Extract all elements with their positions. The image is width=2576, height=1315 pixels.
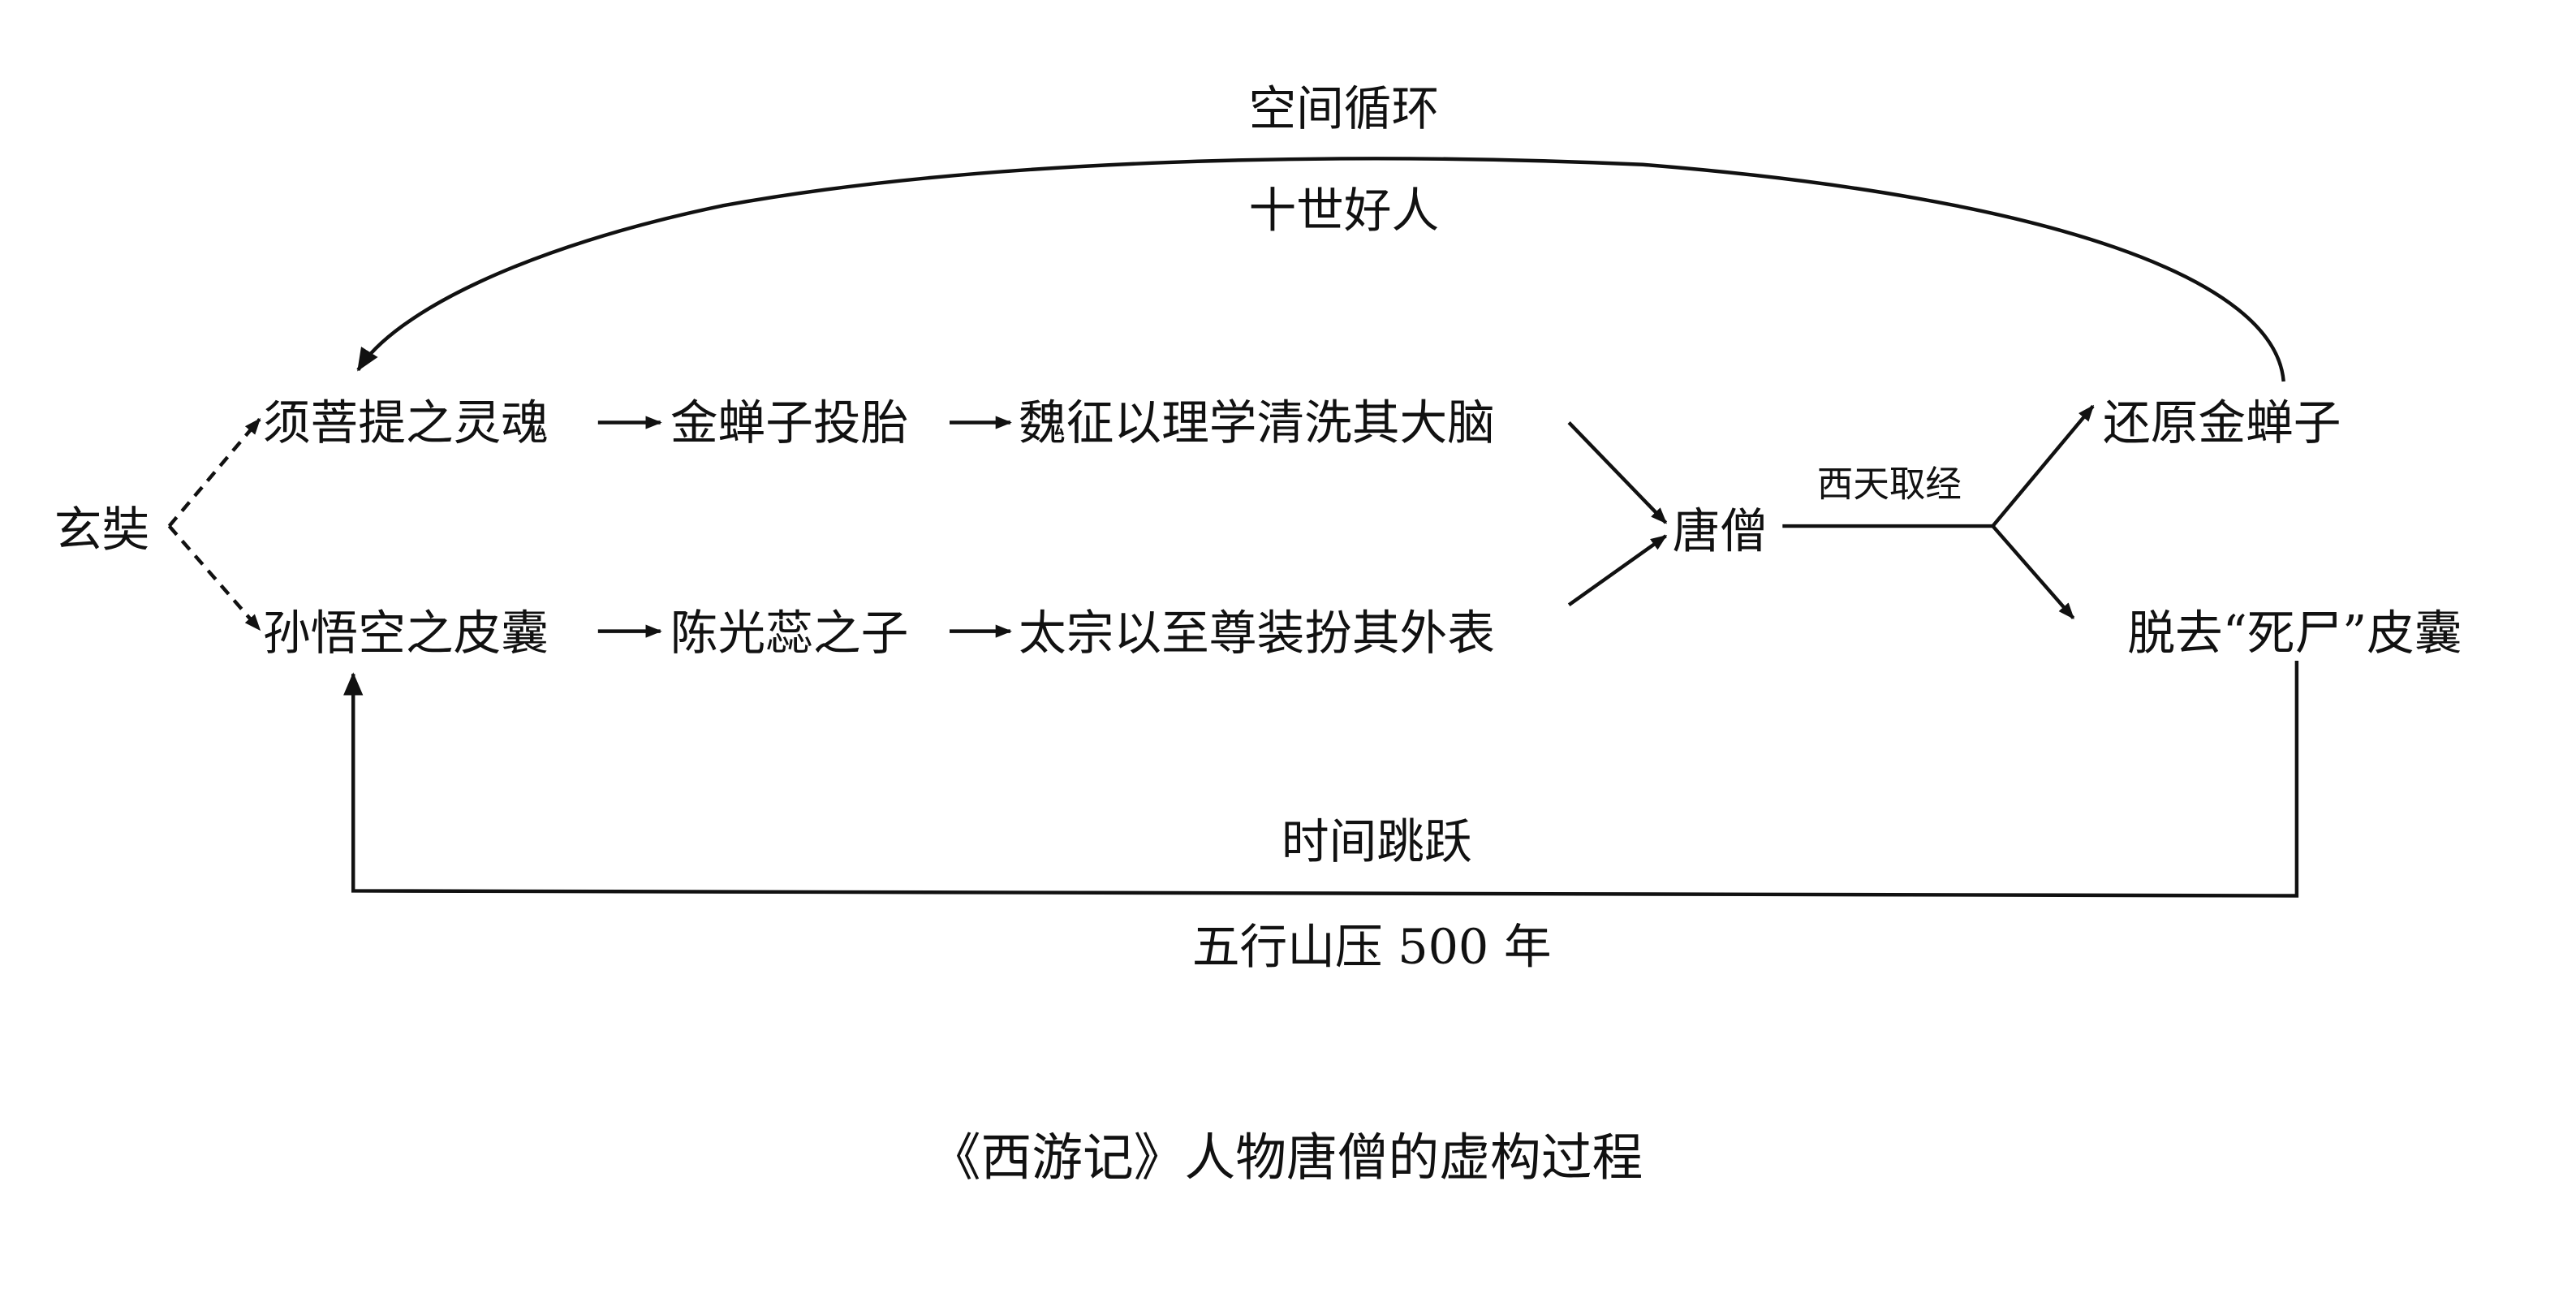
dashed-arrow-soul <box>167 417 261 528</box>
node-shed-skin: 脱去“死尸”皮囊 <box>2127 606 2462 661</box>
space-cycle-label: 空间循环 <box>1248 81 1439 136</box>
arrow-to-tangseng-bottom <box>1567 534 1668 607</box>
figure-caption: 《西游记》人物唐僧的虚构过程 <box>930 1128 1643 1188</box>
space-cycle-arc <box>356 157 2285 382</box>
time-jump-label: 时间跳跃 <box>1282 814 1472 869</box>
node-wukong-skin: 孙悟空之皮囊 <box>263 606 549 661</box>
node-weizheng: 魏征以理学清洗其大脑 <box>1019 395 1495 451</box>
arrow-to-tangseng-top <box>1567 420 1668 524</box>
dashed-arrow-skin <box>167 524 261 632</box>
five-elements-label: 五行山压 500 年 <box>1192 920 1552 975</box>
node-taizong: 太宗以至尊装扮其外表 <box>1019 606 1495 661</box>
node-xuanzang: 玄奘 <box>54 502 149 557</box>
time-jump-loop <box>343 661 2299 898</box>
arrow-to-restore <box>1991 404 2095 528</box>
node-chen-guangrui-son: 陈光蕊之子 <box>670 606 908 661</box>
node-restore-cicada: 还原金蝉子 <box>2103 395 2341 451</box>
ten-lives-label: 十世好人 <box>1248 183 1439 239</box>
node-tangseng: 唐僧 <box>1673 503 1768 558</box>
node-golden-cicada-reincarnation: 金蝉子投胎 <box>670 395 908 451</box>
journey-west-label: 西天取经 <box>1817 463 1962 506</box>
node-subhuti-soul: 须菩提之灵魂 <box>263 395 549 451</box>
arrow-to-shed-skin <box>1991 524 2075 619</box>
